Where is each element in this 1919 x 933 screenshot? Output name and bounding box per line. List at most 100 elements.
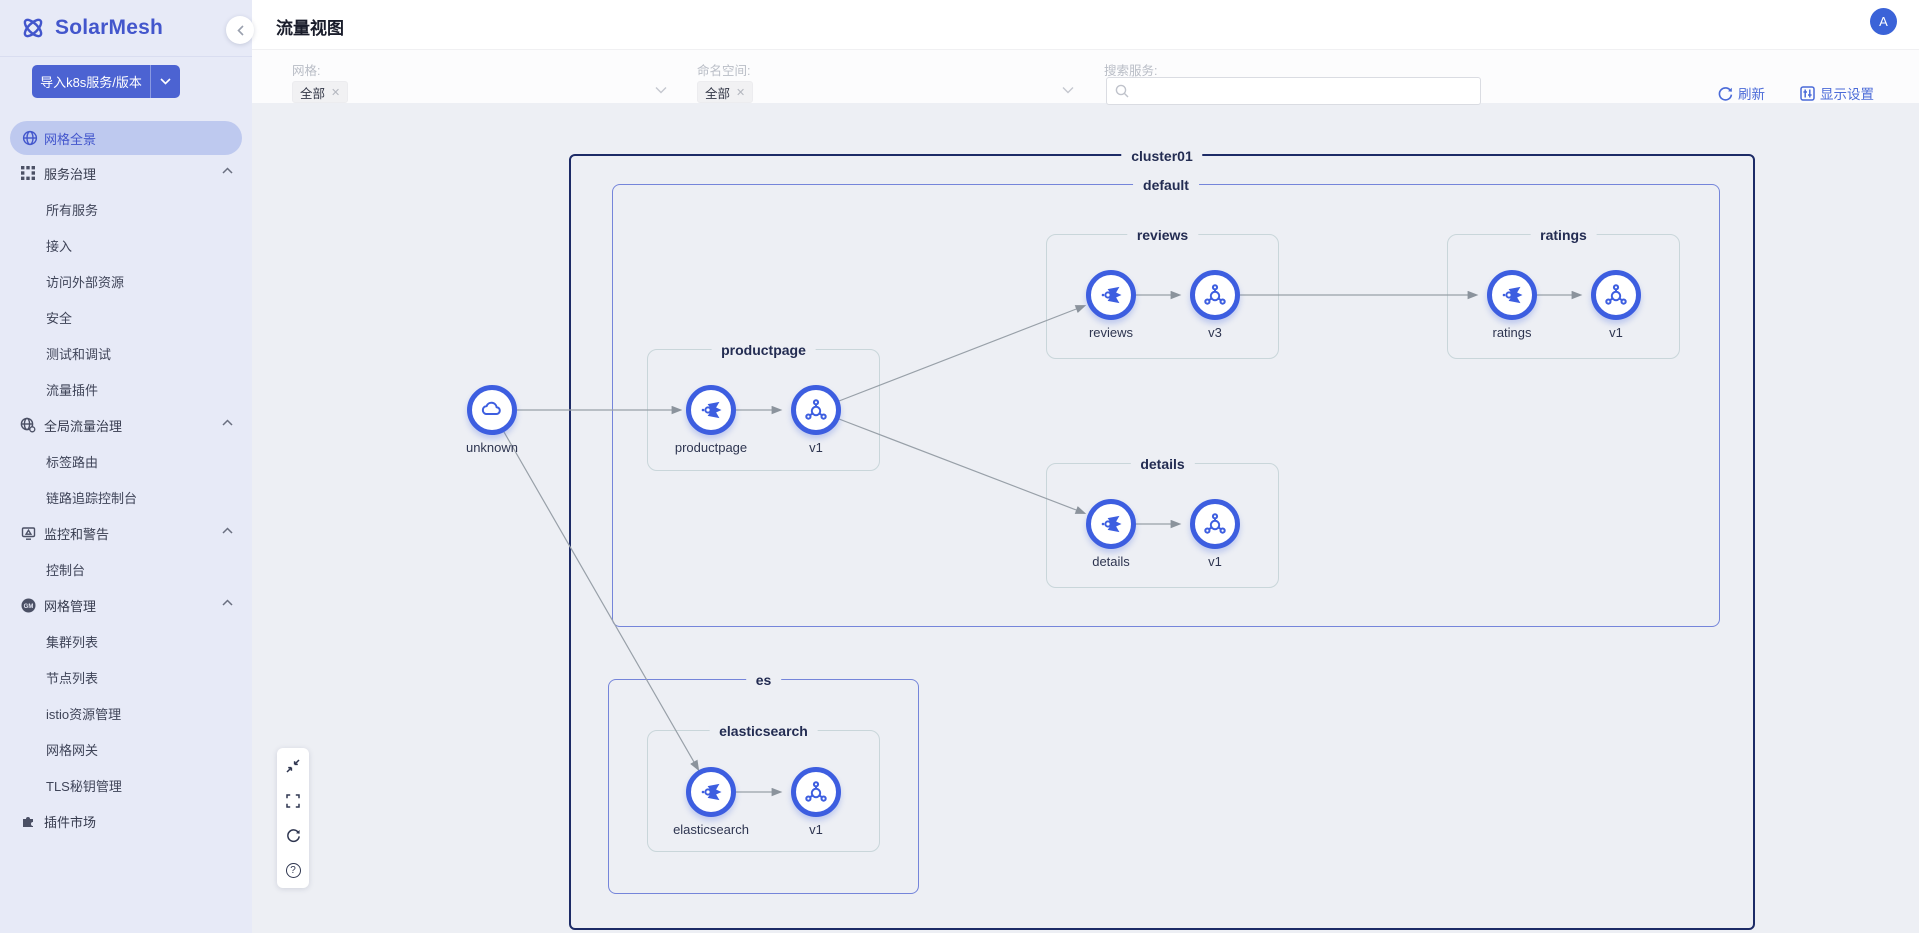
search-icon [1115,84,1129,98]
sidebar-item-mesh-management[interactable]: GM 网格管理 [0,587,252,623]
app-title: SolarMesh [55,16,163,39]
sidebar-item-monitoring-alerts[interactable]: 监控和警告 [0,515,252,551]
sidebar-item-traffic-plugins[interactable]: 流量插件 [46,382,99,398]
chevron-up-icon[interactable] [222,419,234,431]
workload-icon [1605,284,1627,305]
chevron-up-icon[interactable] [222,527,234,539]
group-label: details [1130,455,1195,473]
sidebar-item-test-debug[interactable]: 测试和调试 [46,346,112,362]
puzzle-icon [20,813,36,829]
settings-panel-icon [1800,85,1815,101]
namespace-box-default: default [612,176,1720,627]
graph-node-ratings-v1[interactable]: v1 [1591,270,1641,340]
chevron-up-icon[interactable] [222,167,234,179]
chevron-down-icon[interactable] [655,86,667,98]
fullscreen-icon[interactable] [277,783,309,818]
service-icon [700,398,722,422]
search-input[interactable] [1135,83,1480,99]
namespace-label: es [745,671,782,689]
sidebar-item-tracing-console[interactable]: 链路追踪控制台 [46,490,138,506]
svg-text:GM: GM [23,604,33,610]
graph-node-details-v1[interactable]: v1 [1190,499,1240,569]
sidebar-item-label: 网格全景 [44,131,97,147]
cluster-box: cluster01 [569,147,1755,930]
workload-icon [1204,284,1226,305]
sidebar-item-all-services[interactable]: 所有服务 [46,202,99,218]
sidebar-item-console[interactable]: 控制台 [46,562,86,578]
refresh-icon [1718,86,1733,101]
refresh-icon[interactable] [277,818,309,853]
display-settings-button[interactable]: 显示设置 [1800,83,1874,103]
group-box-reviews: reviews [1046,226,1279,359]
canvas-toolbar: ? [277,748,309,888]
sidebar-item-istio-resources[interactable]: istio资源管理 [46,706,122,722]
namespace-label: default [1133,176,1199,194]
import-k8s-button[interactable]: 导入k8s服务/版本 [32,65,180,98]
sidebar-item-node-list[interactable]: 节点列表 [46,670,99,686]
service-icon [1501,283,1523,307]
sidebar-item-access[interactable]: 接入 [46,238,73,254]
graph-edges [503,290,1583,797]
cluster-label: cluster01 [1121,147,1203,165]
namespace-box-es: es [608,671,919,894]
chevron-down-icon[interactable] [1062,86,1074,98]
sidebar-item-mesh-gateway[interactable]: 网格网关 [46,742,99,758]
remove-tag-icon[interactable]: ✕ [736,86,746,99]
sidebar-item-label: 服务治理 [44,166,97,182]
avatar[interactable]: A [1870,8,1897,35]
graph-node-elasticsearch-v1[interactable]: v1 [791,767,841,837]
graph-node-ratings[interactable]: ratings [1487,270,1537,340]
sidebar-item-security[interactable]: 安全 [46,310,73,326]
group-box-elasticsearch: elasticsearch [647,722,880,852]
group-label: elasticsearch [709,722,818,740]
header: 流量视图 A [226,0,1919,50]
group-label: ratings [1530,226,1597,244]
sidebar-item-mesh-overview[interactable]: 网格全景 [10,121,242,155]
compress-icon[interactable] [277,748,309,783]
graph-node-details[interactable]: details [1086,499,1136,569]
sidebar-item-tls-keys[interactable]: TLS秘钥管理 [46,778,122,794]
group-label: reviews [1126,226,1199,244]
group-box-productpage: productpage [647,341,880,471]
mesh-badge-icon: GM [20,597,36,613]
chevron-up-icon[interactable] [222,599,234,611]
page-title: 流量视图 [276,19,344,38]
cloud-icon [481,401,501,416]
namespace-filter-label: 命名空间: [697,64,751,78]
group-box-details: details [1046,455,1279,588]
sidebar-item-cluster-list[interactable]: 集群列表 [46,634,99,650]
globe-icon [22,130,38,146]
search-filter-label: 搜索服务: [1104,64,1158,78]
traffic-graph-canvas[interactable]: cluster01 default es productpage reviews… [252,103,1919,933]
help-icon[interactable]: ? [277,853,309,888]
graph-node-elasticsearch[interactable]: elasticsearch [673,767,749,837]
graph-node-productpage[interactable]: productpage [675,385,747,455]
search-box [1106,77,1481,105]
service-icon [1100,283,1122,307]
graph-node-unknown[interactable]: unknown [466,385,518,455]
graph-node-reviews[interactable]: reviews [1086,270,1136,340]
sidebar-item-global-traffic[interactable]: 全局流量治理 [0,407,252,443]
sidebar-item-label-routing[interactable]: 标签路由 [46,454,99,470]
graph-node-reviews-v3[interactable]: v3 [1190,270,1240,340]
sidebar-item-service-governance[interactable]: 服务治理 [0,155,252,191]
remove-tag-icon[interactable]: ✕ [331,86,341,99]
monitor-alert-icon [20,525,36,541]
group-box-ratings: ratings [1447,226,1680,359]
namespace-select[interactable]: 全部 ✕ [697,80,754,104]
sidebar: SolarMesh 导入k8s服务/版本 网格全景 服务治理 [0,0,252,933]
refresh-button[interactable]: 刷新 [1718,83,1765,103]
graph-node-productpage-v1[interactable]: v1 [791,385,841,455]
sidebar-item-plugin-market[interactable]: 插件市场 [0,803,252,839]
chevron-down-icon[interactable] [150,65,180,98]
import-k8s-label[interactable]: 导入k8s服务/版本 [40,75,142,90]
logo: SolarMesh [0,0,252,57]
mesh-selected-tag: 全部 ✕ [292,81,349,103]
service-icon [1100,512,1122,536]
sidebar-item-external-resources[interactable]: 访问外部资源 [46,274,125,290]
mesh-select[interactable]: 全部 ✕ [292,80,349,104]
service-icon [700,780,722,804]
sidebar-collapse-button[interactable] [226,16,254,44]
namespace-selected-tag: 全部 ✕ [697,81,754,103]
sidebar-nav: 网格全景 服务治理 所有服务 接入 访问外部资源 安全 测试和调试 流量插件 [0,121,252,839]
